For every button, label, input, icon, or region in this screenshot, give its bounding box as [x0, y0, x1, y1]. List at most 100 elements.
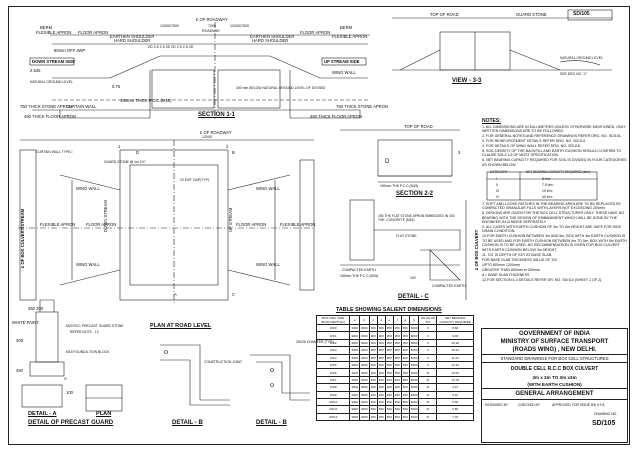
- guard-dims-top: 250 300: [28, 306, 44, 311]
- detail-b-title-1: DETAIL - B: [172, 420, 203, 426]
- table-cell: 450: [392, 390, 402, 399]
- table-cell: 3/3/1: [315, 331, 351, 340]
- stone-apron-detail-c: 150 THK FLAT STONE APRON EMBEDDED IN 300…: [378, 214, 455, 222]
- table-cell: 450: [384, 397, 394, 407]
- tb-line-8: GENERAL ARRANGEMENT: [482, 389, 627, 400]
- floor-apron-left: FLOOR APRON: [78, 30, 109, 35]
- hard-shoulder-right: HARD SHOULDER: [252, 38, 289, 43]
- table-cell: 450: [384, 390, 394, 399]
- exp-gap: 20 EXP. GAP(TYP): [180, 178, 209, 182]
- bearing-capacity-table: CATEGORY NET BEARING CAPACITY REQUIRED (…: [482, 168, 628, 202]
- stone-apron-right: 750 THICK STONE APRON: [336, 104, 388, 109]
- section2-box: [377, 139, 453, 177]
- table-cell: 6000: [408, 323, 420, 333]
- table-cell: 300: [368, 338, 378, 348]
- note-item: FOR BASE SLAB THICKNESS VALUE OF 'D4': [482, 257, 558, 262]
- tb-line-1: GOVERNMENT OF INDIA: [518, 331, 590, 337]
- table-cell: 300: [376, 368, 386, 377]
- salient-header-cell: BOX CELL SIZE (RxW) DEPTH(m): [315, 315, 351, 325]
- plan-width: 12000: [202, 135, 212, 139]
- table-cell: 6000: [408, 331, 420, 340]
- offset-dims: 2D 2.5 2.5 2D 2D 2.5 2.5 2D: [148, 45, 194, 49]
- table-cell: 4.12: [436, 383, 474, 392]
- table-cell: 6000: [408, 405, 420, 414]
- guard-refer-note: REFER NOTE - 12: [70, 330, 99, 334]
- note-item: a = BASE SLAB THICKNESS: [482, 272, 530, 277]
- table-cell: 300: [392, 353, 402, 362]
- detail-c-dim: 100: [410, 276, 416, 280]
- table-cell: II: [418, 323, 438, 333]
- table-cell: 3000: [359, 338, 370, 348]
- up-stream-side: UP STREAM SIDE: [324, 59, 360, 64]
- table-cell: 3/3/0: [315, 323, 351, 333]
- width-3: 12000/7500: [230, 24, 249, 28]
- table-cell: 450: [392, 397, 402, 407]
- cushion-note: 300 mm BELOW NATURAL GROUND LEVEL OF D/S…: [236, 86, 326, 90]
- table-cell: 600: [400, 412, 410, 422]
- construction-joint: CONSTRUCTION JOINT: [204, 360, 243, 364]
- table-cell: 3000: [359, 346, 370, 355]
- floor-apron-thick-left: 450 THICK FLOOR APRON: [24, 114, 77, 119]
- table-cell: 300: [368, 368, 378, 377]
- plan-mark-1: 1: [118, 144, 121, 149]
- table-cell: 6.00: [436, 397, 474, 407]
- salient-table-title: TABLE SHOWING SALIENT DIMENSIONS: [336, 307, 442, 313]
- down-stream-box: [29, 57, 75, 66]
- tb-checked: CHECKED BY: [518, 403, 541, 407]
- table-cell: 500: [400, 383, 410, 392]
- view33-ref: SEE DRG NO. 17: [560, 72, 587, 76]
- table-cell: 300: [368, 353, 378, 362]
- width-2: 7000: [208, 24, 216, 28]
- table-cell: 300: [392, 346, 402, 355]
- sec2-label-3: 3: [458, 150, 461, 155]
- berm-label-left: BERM: [40, 25, 53, 30]
- table-cell: 3000: [359, 412, 370, 422]
- pcc-detail-c: 150mm THK P.C.C.(M15): [340, 274, 379, 278]
- table-cell: 550: [400, 390, 410, 399]
- salient-header-cell: b: [359, 315, 370, 325]
- table-cell: III: [418, 405, 438, 414]
- wing-wall-sec1: WING WALL: [332, 70, 356, 75]
- table-cell: 5.10: [436, 390, 474, 399]
- drawing-number-top: SD/105: [573, 11, 590, 17]
- notes-heading: NOTES:: [482, 118, 501, 124]
- flexible-apron-plan-l: FLEXIBLE APRON: [40, 222, 76, 227]
- table-cell: 400: [368, 375, 378, 385]
- ratio-075: 0.75: [112, 84, 121, 89]
- table-cell: 400: [376, 375, 386, 385]
- table-cell: 3000: [349, 390, 360, 399]
- table-cell: III: [418, 368, 438, 377]
- table-cell: II: [418, 346, 438, 355]
- table-cell: 400: [376, 383, 386, 392]
- note-item: 9. ALL CASES WITH EARTH CUSHION OF 3m TO…: [482, 225, 621, 234]
- note-item: 3. FOR REINFORCEMENT DETAILS REFER DRG. …: [482, 139, 586, 143]
- table-cell: 550: [400, 397, 410, 407]
- salient-header-cell: g: [400, 315, 410, 325]
- tb-approved: APPROVED FOR ISSUE BY: [552, 403, 596, 407]
- table-cell: 450: [368, 405, 378, 414]
- table-cell: 350: [392, 360, 402, 370]
- table-cell: 400: [392, 383, 402, 392]
- plan-mark-c: C: [232, 292, 236, 297]
- note-item: 6. NET BEARING CAPACITY REQUIRED FOR SOI…: [482, 158, 627, 167]
- precast-guard-title: DETAIL OF PRECAST GUARD: [28, 420, 114, 426]
- table-cell: 3000: [349, 368, 360, 377]
- up-stream-box: [321, 57, 367, 66]
- detail-b-title-2: DETAIL - B: [256, 420, 287, 426]
- sec2-label-d: D: [385, 159, 390, 165]
- chamfer-label: 25X25 CHAMFER (TYP.): [296, 340, 334, 344]
- table-cell: III: [418, 375, 438, 385]
- table-cell: 450: [368, 412, 378, 422]
- note-item: 2. FOR GENERAL NOTES AND REFERENCE DRAWI…: [482, 134, 622, 138]
- table-cell: 300: [368, 360, 378, 370]
- table-cell: 250: [384, 338, 394, 348]
- bearing-cell: II: [496, 182, 498, 187]
- bearing-cell: IV: [496, 194, 500, 199]
- bearing-head-capacity: NET BEARING CAPACITY REQUIRED (t/m²): [526, 169, 591, 174]
- table-cell: 10.91: [436, 346, 474, 355]
- top-of-road-sec2: TOP OF ROAD: [404, 124, 433, 129]
